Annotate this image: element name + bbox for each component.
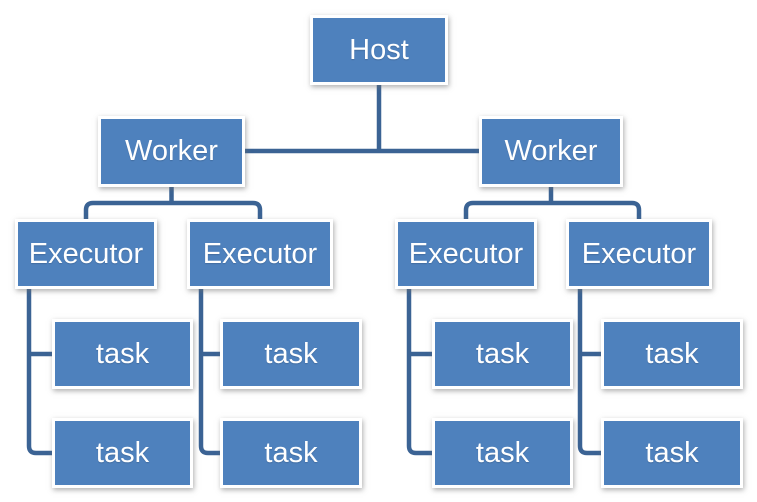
worker-node-right: Worker xyxy=(479,116,623,187)
worker-label: Worker xyxy=(504,135,598,167)
task-node-4a: task xyxy=(601,319,743,389)
task-node-2a: task xyxy=(220,319,362,389)
task-label: task xyxy=(645,337,699,370)
executor-node-3: Executor xyxy=(395,219,537,289)
task-label: task xyxy=(475,436,530,469)
task-node-4b: task xyxy=(601,418,743,488)
worker-label: Worker xyxy=(125,135,218,167)
connector-executor2-to-tasks xyxy=(198,289,220,456)
task-node-1a: task xyxy=(52,319,193,389)
executor-label: Executor xyxy=(408,237,524,270)
executor-node-1: Executor xyxy=(15,219,157,289)
task-node-2b: task xyxy=(220,418,362,488)
host-node: Host xyxy=(310,15,448,85)
task-node-3b: task xyxy=(432,418,573,488)
executor-label: Executor xyxy=(28,237,144,270)
task-node-3a: task xyxy=(432,319,573,389)
executor-label: Executor xyxy=(581,237,697,270)
task-node-1b: task xyxy=(52,418,193,488)
connector-executor3-to-tasks xyxy=(406,289,432,456)
worker-node-left: Worker xyxy=(98,116,245,187)
connector-executor1-to-tasks xyxy=(26,289,52,456)
host-label: Host xyxy=(349,33,409,66)
executor-label: Executor xyxy=(202,237,318,270)
connector-host-to-workers xyxy=(245,85,479,154)
task-label: task xyxy=(95,337,150,370)
connector-worker-left-to-executors xyxy=(83,187,263,219)
executor-node-2: Executor xyxy=(187,219,333,289)
task-label: task xyxy=(475,337,530,370)
task-label: task xyxy=(264,436,318,469)
task-label: task xyxy=(95,436,150,469)
task-label: task xyxy=(264,337,318,370)
connector-executor4-to-tasks xyxy=(577,289,601,456)
connector-worker-right-to-executors xyxy=(463,187,642,219)
task-label: task xyxy=(645,436,699,469)
executor-node-4: Executor xyxy=(566,219,712,289)
